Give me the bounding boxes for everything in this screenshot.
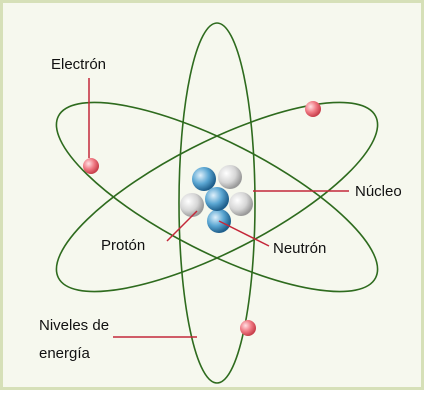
diagram-frame: Electrón Núcleo Protón Neutrón Niveles d… xyxy=(0,0,424,390)
electron-particle xyxy=(305,101,321,117)
electron-particle xyxy=(240,320,256,336)
energy-levels-label-line1: Niveles de xyxy=(39,317,109,334)
proton-pointer xyxy=(166,210,198,242)
orbit-vertical xyxy=(178,22,256,384)
proton-label: Protón xyxy=(101,237,145,254)
orbit-right-tilted xyxy=(55,101,379,293)
orbits xyxy=(55,22,379,384)
neutron-pointer xyxy=(218,220,270,247)
electron-label: Electrón xyxy=(51,56,106,73)
pointer-lines xyxy=(88,78,349,338)
neutron-particle xyxy=(192,167,216,191)
electron-particle xyxy=(83,158,99,174)
energy-levels-label-line2: energía xyxy=(39,345,91,362)
electrons xyxy=(83,101,321,336)
proton-particle xyxy=(180,193,204,217)
neutron-particle xyxy=(205,187,229,211)
proton-particle xyxy=(218,165,242,189)
proton-particle xyxy=(229,192,253,216)
atom-diagram: Electrón Núcleo Protón Neutrón Niveles d… xyxy=(39,22,402,384)
nucleus-label: Núcleo xyxy=(355,183,402,200)
nucleus xyxy=(180,165,253,233)
orbit-left-tilted xyxy=(55,101,379,293)
neutron-label: Neutrón xyxy=(273,240,326,257)
